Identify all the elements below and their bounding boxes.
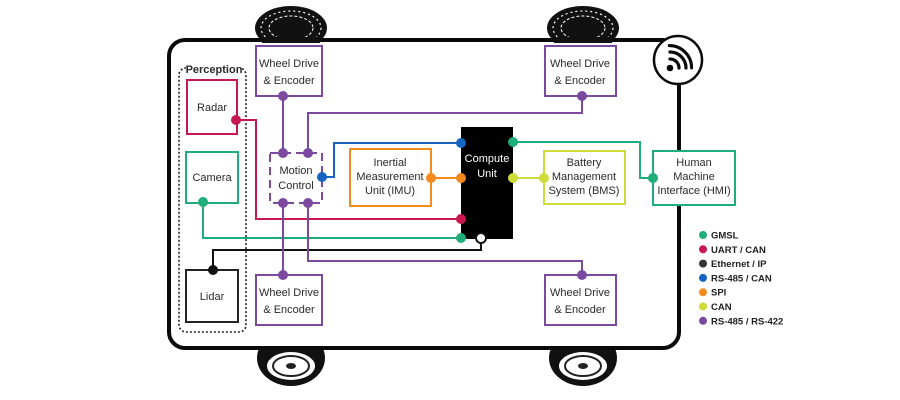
legend: GMSL UART / CAN Ethernet / IP RS-485 / CAN S… [699, 231, 783, 327]
legend-swatch [699, 245, 707, 254]
legend-swatch [699, 231, 707, 239]
legend-item: RS-485 / CAN [699, 273, 772, 284]
dot-compute-gmsl-out [508, 137, 518, 147]
svg-text:Unit (IMU): Unit (IMU) [365, 185, 415, 197]
svg-text:Control: Control [278, 180, 313, 192]
legend-label: RS-485 / RS-422 [711, 316, 783, 327]
wheel-drive-bottom-right[interactable]: Wheel Drive & Encoder [544, 274, 617, 326]
legend-item: UART / CAN [699, 245, 766, 256]
dot-compute-eth [475, 232, 487, 244]
svg-text:Wheel Drive: Wheel Drive [550, 287, 610, 299]
dot-bms-left [539, 173, 549, 183]
legend-label: UART / CAN [711, 245, 766, 256]
wheel-drive-bottom-left[interactable]: Wheel Drive & Encoder [255, 274, 323, 326]
link-camera-compute [202, 202, 461, 239]
svg-text:& Encoder: & Encoder [263, 75, 315, 87]
legend-label: RS-485 / CAN [711, 273, 772, 284]
dot-lidar [208, 265, 218, 275]
perception-group [178, 67, 247, 333]
svg-text:Wheel Drive: Wheel Drive [259, 287, 319, 299]
bms-node[interactable]: Battery Management System (BMS) [543, 150, 626, 205]
wifi-icon [652, 34, 704, 86]
legend-item: RS-485 / RS-422 [699, 316, 783, 327]
legend-label: CAN [711, 302, 732, 313]
legend-swatch [699, 316, 707, 325]
svg-text:Unit: Unit [477, 168, 497, 180]
dot-imu-right [426, 173, 436, 183]
svg-text:& Encoder: & Encoder [554, 304, 606, 316]
svg-text:Machine: Machine [673, 171, 715, 183]
legend-label: SPI [711, 288, 726, 299]
dot-wheel-tr [577, 91, 587, 101]
link-compute-hmi [513, 141, 653, 179]
svg-text:Human: Human [676, 157, 711, 169]
link-motion-wheel-br [307, 203, 583, 275]
compute-unit-node[interactable]: Compute Unit [461, 127, 513, 239]
legend-item: CAN [699, 302, 732, 313]
legend-item: GMSL [699, 231, 739, 242]
svg-text:Wheel Drive: Wheel Drive [550, 58, 610, 70]
svg-text:& Encoder: & Encoder [554, 75, 606, 87]
link-wheel-tr-motion [307, 96, 583, 153]
wheel-drive-top-left[interactable]: Wheel Drive & Encoder [255, 45, 323, 97]
svg-text:Motion: Motion [279, 165, 312, 177]
dot-motion-right [317, 172, 327, 182]
link-motion-compute [322, 142, 461, 178]
svg-text:Lidar: Lidar [200, 291, 225, 303]
dot-radar [231, 115, 241, 125]
hmi-node[interactable]: Human Machine Interface (HMI) [652, 150, 736, 206]
legend-item: SPI [699, 288, 726, 299]
legend-swatch [699, 273, 707, 282]
wheel-drive-top-right[interactable]: Wheel Drive & Encoder [544, 45, 617, 97]
link-radar-compute [236, 119, 461, 220]
svg-text:Interface (HMI): Interface (HMI) [657, 185, 730, 197]
lidar-node[interactable]: Lidar [185, 269, 239, 323]
imu-node[interactable]: Inertial Measurement Unit (IMU) [349, 148, 432, 207]
legend-swatch [699, 288, 707, 297]
dot-wheel-bl [278, 270, 288, 280]
legend-swatch [699, 302, 707, 311]
dot-camera [198, 197, 208, 207]
dot-compute-spi [456, 173, 466, 183]
svg-text:System (BMS): System (BMS) [549, 185, 620, 197]
dot-compute-uart [456, 214, 466, 224]
motion-control-node[interactable]: Motion Control [269, 152, 323, 204]
svg-text:Wheel Drive: Wheel Drive [259, 58, 319, 70]
dot-motion-bot-2 [303, 198, 313, 208]
svg-text:Inertial: Inertial [373, 157, 406, 169]
legend-label: Ethernet / IP [711, 259, 767, 270]
dot-wheel-br [577, 270, 587, 280]
dot-compute-gmsl-in [456, 233, 466, 243]
camera-node[interactable]: Camera [185, 151, 239, 204]
dot-wheel-tl [278, 91, 288, 101]
dot-motion-top-2 [303, 148, 313, 158]
connector-dots [198, 91, 658, 280]
svg-text:& Encoder: & Encoder [263, 304, 315, 316]
dot-compute-rs485 [456, 138, 466, 148]
legend-swatch [699, 259, 707, 268]
perception-title: Perception [186, 64, 243, 76]
dot-hmi-left [648, 173, 658, 183]
svg-text:Measurement: Measurement [356, 171, 423, 183]
legend-label: GMSL [711, 231, 739, 242]
dot-motion-bot-1 [278, 198, 288, 208]
svg-text:Camera: Camera [192, 172, 232, 184]
svg-text:Compute: Compute [465, 153, 510, 165]
legend-item: Ethernet / IP [699, 259, 767, 270]
dot-motion-top-1 [278, 148, 288, 158]
radar-node[interactable]: Radar [186, 79, 238, 135]
dot-compute-can [508, 173, 518, 183]
svg-text:Radar: Radar [197, 102, 227, 114]
svg-text:Battery: Battery [567, 157, 602, 169]
svg-text:Management: Management [552, 171, 616, 183]
